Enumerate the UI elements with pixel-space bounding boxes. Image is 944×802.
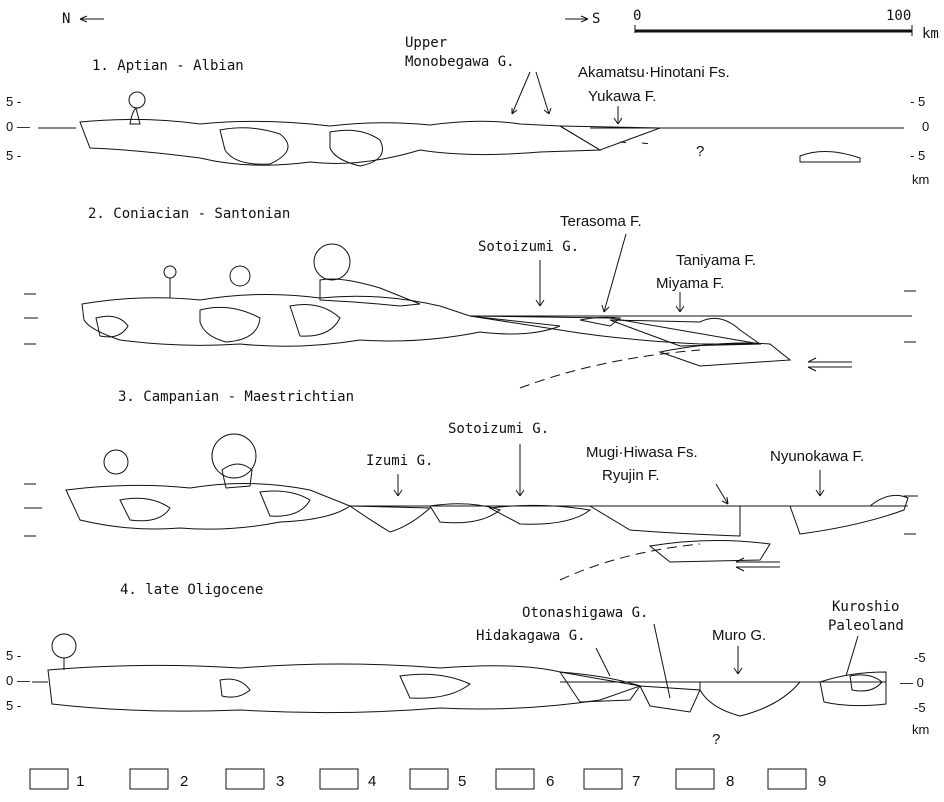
section-2-title: 2. Coniacian - Santonian [88,206,290,222]
s3-label-mugi: Mugi·Hiwasa Fs. [586,444,698,461]
legend-item-4: 4 [320,769,376,790]
scale-end-label: 100 [886,8,911,24]
legend-label-2: 2 [180,773,188,790]
legend: 1 2 3 4 5 6 7 8 [30,769,826,790]
s2-miyama-fill [610,318,760,346]
legend-label-9: 9 [818,773,826,790]
s4-label-hidakagawa: Hidakagawa G. [476,628,586,644]
s4-basement [48,664,640,713]
s3-mugi-sediment [590,506,740,536]
legend-label-3: 3 [276,773,284,790]
legend-item-3: 3 [226,769,284,790]
s1-axis-unit: km [912,172,929,187]
s3-sotoizumi [490,505,590,524]
section-1: 1. Aptian - Albian 5 - 0 — 5 - - 5 0 - 5… [6,35,929,187]
s1-volcanic [800,151,860,162]
s3-label-ryujin: Ryujin F. [602,467,660,484]
north-label: N [62,11,70,27]
s4-label-muro: Muro G. [712,627,766,644]
s1-granite-2 [330,130,383,166]
legend-label-1: 1 [76,773,84,790]
section-3-title: 3. Campanian - Maestrichtian [118,389,354,405]
s4-muro [700,682,800,716]
s3-volcanic [650,540,770,562]
scale-start-label: 0 [633,8,641,24]
s4-label-otonashigawa: Otonashigawa G. [522,605,648,621]
s2-label-taniyama: Taniyama F. [676,252,756,269]
s1-axis-left-bottom: 5 - [6,148,21,163]
s1-axis-right-zero: 0 [922,119,929,134]
s2-label-miyama: Miyama F. [656,275,724,292]
legend-item-9: 9 [768,769,826,790]
s1-label-question: ? [696,143,704,160]
s2-granite-3 [290,305,340,337]
s3-label-sotoizumi: Sotoizumi G. [448,421,549,437]
legend-item-1: 1 [30,769,84,790]
s3-nyunokawa-sediment [790,495,908,534]
south-arrow: S [565,11,600,27]
s4-axis-right-bottom: -5 [914,700,926,715]
s4-axis-left-top: 5 - [6,648,21,663]
s1-axis-right-bottom: - 5 [910,148,925,163]
s2-label-terasoma: Terasoma F. [560,213,642,230]
s4-axis-right-top: -5 [914,650,926,665]
north-arrow: N [62,11,104,27]
s3-granite [120,498,170,521]
legend-item-8: 8 [676,769,734,790]
s1-axis-left-zero: 0 — [6,119,30,134]
s3-basement [66,483,350,529]
s1-granite [220,128,288,164]
s3-granite-2 [260,491,310,516]
s4-otonashigawa [640,686,700,712]
s4-axis-right-zero: — 0 [900,675,924,690]
s1-axis-left-top: 5 - [6,94,21,109]
legend-label-7: 7 [632,773,640,790]
s3-label-nyunokawa: Nyunokawa F. [770,448,864,465]
s1-label-monobegawa: Monobegawa G. [405,54,515,70]
s3-label-izumi: Izumi G. [366,453,433,469]
s4-granite [220,679,250,697]
section-1-title: 1. Aptian - Albian [92,58,244,74]
legend-label-5: 5 [458,773,466,790]
s4-axis-unit: km [912,722,929,737]
s4-label-kuroshio: Kuroshio [832,599,899,615]
legend-item-5: 5 [410,769,466,790]
s4-volcano-cone [52,634,76,670]
s3-volcano-cones [104,434,256,488]
s4-kuroshio [820,672,886,706]
s2-label-sotoizumi: Sotoizumi G. [478,239,579,255]
legend-item-7: 7 [584,769,640,790]
s4-schist [400,674,470,698]
s1-label-akamatsu: Akamatsu·Hinotani Fs. [578,64,730,81]
legend-label-8: 8 [726,773,734,790]
s1-label-upper: Upper [405,35,447,51]
s2-basement [82,294,560,346]
s2-granite [96,316,128,337]
scale-bar: 0 100 km [633,8,939,42]
s4-label-question: ? [712,731,720,748]
s4-label-paleoland: Paleoland [828,618,904,634]
s1-label-yukawa: Yukawa F. [588,88,656,105]
s2-granite-2 [200,307,260,342]
legend-label-6: 6 [546,773,554,790]
s1-axis-right-top: - 5 [910,94,925,109]
section-2: 2. Coniacian - Santonian Terasoma F. Sot… [24,206,916,388]
s2-volcanic [660,343,790,366]
s4-axis-left-bottom: 5 - [6,698,21,713]
s4-hidakagawa [560,672,640,702]
s3-schist [430,504,500,523]
section-4-title: 4. late Oligocene [120,582,263,598]
legend-label-4: 4 [368,773,376,790]
south-label: S [592,11,600,27]
legend-item-6: 6 [496,769,554,790]
section-4: 4. late Oligocene 5 - 0 — 5 - -5 — 0 -5 … [6,582,929,748]
section-3: 3. Campanian - Maestrichtian Sotoizumi G… [24,389,918,580]
s4-axis-left-zero: 0 — [6,673,30,688]
s1-sediment [560,126,660,150]
s4-kuroshio-granite [850,675,882,691]
scale-unit-label: km [922,26,939,42]
legend-item-2: 2 [130,769,188,790]
s3-izumi-sediment [350,506,430,532]
